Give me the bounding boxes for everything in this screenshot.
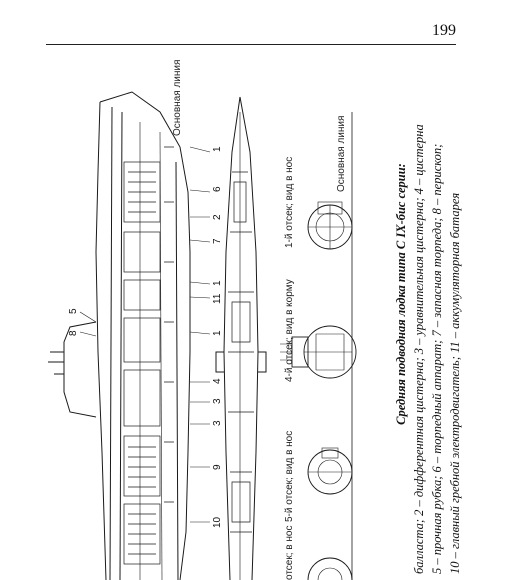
- section-label-4: 4-й отсек; вид в корму: [284, 279, 295, 382]
- conning-tower: [63, 321, 97, 418]
- callout-number: 11: [212, 293, 223, 304]
- callout-number: 1: [212, 146, 223, 152]
- callout-number: 1: [212, 330, 223, 336]
- callout-number: 3: [212, 420, 223, 426]
- side-hull-keel: [95, 101, 107, 580]
- callout-number: 4: [212, 378, 223, 384]
- callout-number: 10: [212, 516, 223, 528]
- cross-section-4: [280, 325, 357, 379]
- caption-line-1: балласта; 2 – дифферентная цистерна; 3 –…: [412, 124, 426, 574]
- baseline-label-left: Основная линия: [172, 59, 183, 136]
- callout-number: 6: [212, 186, 223, 192]
- page-number: 199: [432, 22, 456, 39]
- callout-number: 1: [212, 280, 223, 286]
- callout-number: 3: [212, 398, 223, 404]
- side-deck-line: [109, 106, 113, 580]
- callout-number: 8: [68, 330, 79, 336]
- section-label-5: 5-й отсек; вид в нос: [284, 430, 295, 522]
- caption-line-2: 5 – прочная рубка; 6 – торпедный аппарат…: [430, 143, 444, 574]
- callout-number: 5: [68, 308, 79, 314]
- header-rule: [46, 44, 456, 45]
- submarine-drawing: 1 6 2 7 1 11 1 4 3 3 5 8 9 10 Основная л…: [40, 52, 400, 580]
- plan-hull-outline: [223, 96, 241, 580]
- caption-title: Средняя подводная лодка типа С IX-бис се…: [394, 163, 408, 425]
- callout-number: 7: [212, 238, 223, 244]
- callout-number: 9: [212, 464, 223, 470]
- submarine-schematic: 1 6 2 7 1 11 1 4 3 3 5 8 9 10: [48, 91, 357, 580]
- side-hull-outline: [99, 91, 191, 580]
- callout-number: 2: [212, 214, 223, 220]
- cross-section-1: [307, 201, 353, 250]
- section-label-1: 1-й отсек; вид в нос: [284, 156, 295, 248]
- baseline-label-right: Основная линия: [336, 115, 347, 192]
- section-label-6: отсек; в нос: [284, 525, 295, 580]
- figure-caption: Средняя подводная лодка типа С IX-бис се…: [392, 14, 464, 574]
- caption-line-3: 10 – главный гребной электродвигатель; 1…: [448, 192, 462, 574]
- cross-section-6: [307, 557, 353, 580]
- cross-section-5: [307, 447, 353, 495]
